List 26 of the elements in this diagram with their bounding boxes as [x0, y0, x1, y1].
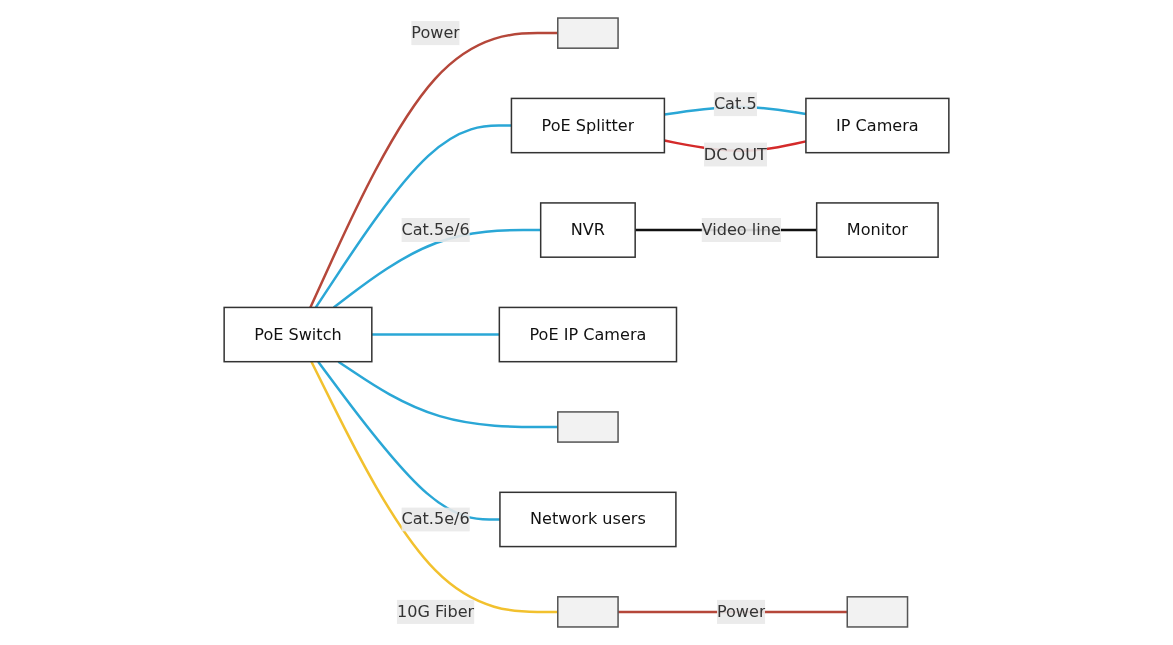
node-box — [557, 17, 619, 49]
node-box: Monitor — [815, 202, 939, 258]
node-box: PoE Switch — [223, 306, 373, 363]
connector — [332, 228, 541, 309]
connector — [317, 360, 500, 521]
node-box: Network users — [499, 491, 677, 548]
edge-label: Cat.5e/6 — [401, 220, 470, 240]
node-box — [846, 596, 909, 628]
edge-label: Power — [411, 23, 460, 43]
connector — [337, 360, 558, 429]
connector — [371, 333, 500, 336]
edge-label: Cat.5e/6 — [401, 509, 470, 529]
node-box: PoE Splitter — [510, 97, 666, 154]
connector — [314, 124, 512, 309]
connector — [310, 361, 558, 614]
edge-label: DC OUT — [703, 144, 767, 164]
node-box: NVR — [539, 202, 636, 258]
edge-label: 10G Fiber — [396, 601, 475, 621]
edge-label: Cat.5 — [713, 94, 757, 114]
edge-label: Video line — [701, 220, 781, 240]
node-box — [557, 596, 619, 628]
node-box: PoE IP Camera — [498, 306, 678, 363]
edge-label: Power — [716, 601, 766, 621]
node-box — [557, 411, 619, 443]
connector — [309, 31, 558, 308]
node-box: IP Camera — [805, 97, 950, 154]
